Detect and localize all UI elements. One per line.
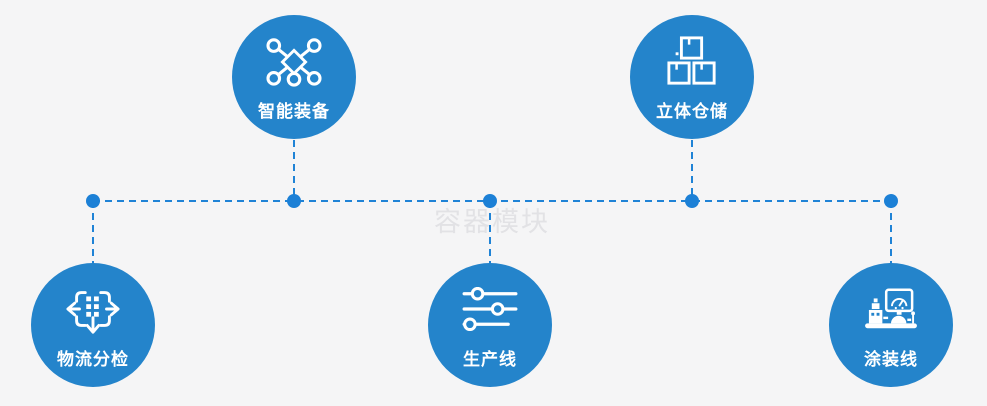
node-label: 物流分检 — [57, 349, 129, 369]
control-console-icon — [860, 281, 922, 337]
node-label: 生产线 — [463, 349, 517, 369]
node-painting-line: 涂装线 — [829, 263, 953, 387]
node-logistics-sorting: 物流分检 — [31, 263, 155, 387]
node-production-line: 生产线 — [428, 263, 552, 387]
node-3d-warehouse: 立体仓储 — [630, 15, 754, 139]
node-label: 立体仓储 — [656, 101, 728, 121]
node-smart-equipment: 智能装备 — [232, 15, 356, 139]
junction-dot — [483, 194, 497, 208]
sorting-arrows-icon — [64, 281, 122, 337]
stacked-boxes-icon — [665, 33, 719, 89]
junction-dot — [86, 194, 100, 208]
junction-dot — [884, 194, 898, 208]
junction-dot — [287, 194, 301, 208]
node-label: 智能装备 — [258, 101, 330, 121]
node-label: 涂装线 — [864, 349, 918, 369]
junction-dot — [685, 194, 699, 208]
sliders-icon — [461, 281, 519, 337]
network-nodes-icon — [263, 33, 325, 89]
